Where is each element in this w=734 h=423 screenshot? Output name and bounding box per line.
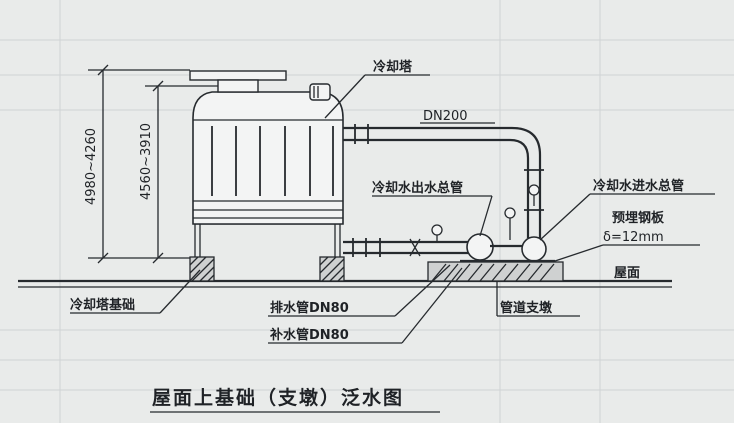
outlet-main-section [466,233,494,261]
label-drain-pipe: 排水管DN80 [270,300,349,316]
label-cooling-tower: 冷却塔 [373,59,413,75]
tower-legs [194,223,341,257]
label-makeup-pipe: 补水管DN80 [269,327,349,343]
leader-steel-plate [554,244,700,262]
inlet-pipe-dn200 [343,124,544,238]
label-tower-foundation: 冷却塔基础 [70,297,135,313]
label-dn200: DN200 [423,109,468,124]
diagram-title: 屋面上基础（支墩）泛水图 [152,386,404,409]
pressure-gauge-left [431,224,443,242]
label-steel-plate: 预埋钢板 [612,210,665,226]
leader-inlet-main [539,193,715,241]
leader-tower-foundation [70,269,201,314]
label-inlet-main: 冷却水进水总管 [593,178,684,194]
dimension-inner-height: 4560~3910 [139,123,154,200]
leader-pipe-support [496,281,580,317]
leader-makeup-pipe [268,267,463,344]
leader-outlet-main [372,195,493,237]
label-outlet-main: 冷却水出水总管 [372,180,463,196]
dimension-outer-height: 4980~4260 [84,128,99,205]
label-roof: 屋面 [614,266,640,281]
tower-foundation-right [319,256,345,282]
pressure-gauge-right [504,207,516,240]
label-pipe-support: 管道支墩 [500,300,553,316]
label-plate-thickness: δ=12mm [603,230,664,245]
cooling-tower-body [192,91,344,225]
outlet-pipe [343,238,470,257]
motor-icon [309,83,331,101]
inlet-main-section [490,236,547,262]
dimension-outer [88,64,190,264]
dimension-inner [145,80,218,264]
cooling-tower-leader [324,74,430,119]
leader-drain-pipe [268,264,451,317]
roof-surface [18,279,672,288]
pipe-support-pier [427,259,564,282]
tower-fan-top [189,70,287,93]
